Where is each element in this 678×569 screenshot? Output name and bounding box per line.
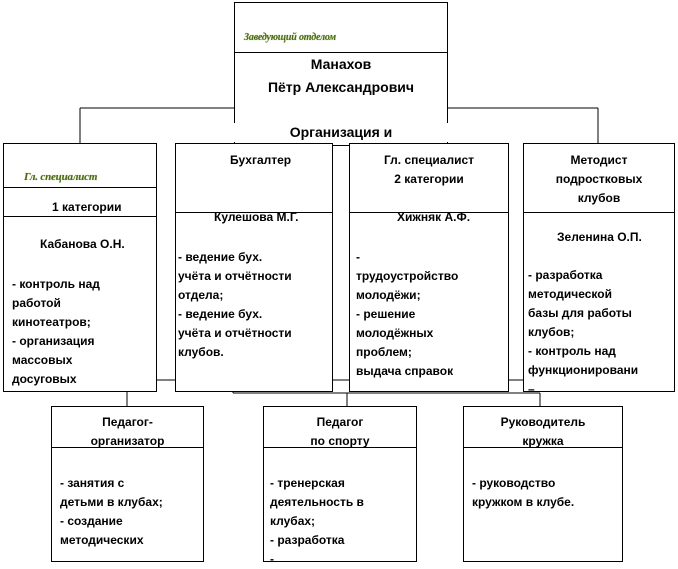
sports-pedagogue-divider [263, 447, 417, 448]
pedagogue-organizer-divider [51, 447, 204, 448]
specialist-1-title: Гл. специалист [24, 171, 98, 183]
specialist-1-divider-2 [3, 216, 157, 217]
club-leader-title: Руководитель кружка [500, 415, 586, 448]
specialist-1-person: Кабанова О.Н. [40, 237, 125, 251]
specialist-1-divider [3, 187, 157, 188]
pedagogue-organizer-box [51, 406, 204, 562]
sports-pedagogue-box [263, 406, 417, 562]
head-name-line2: Пётр Александрович [267, 79, 415, 95]
specialist-1-duties: - контроль над работой кинотеатров; - ор… [12, 277, 100, 386]
methodist-divider [523, 212, 675, 213]
head-divider [234, 52, 448, 53]
methodist-person: Зеленина О.П. [557, 230, 642, 244]
club-leader-divider [463, 447, 623, 448]
methodist-duties: - разработка методической базы для работ… [528, 268, 639, 396]
pedagogue-organizer-title: Педагог- организатор [90, 415, 165, 448]
head-name-line1: Манахов [310, 56, 372, 72]
specialist-1-box [3, 143, 157, 392]
specialist-2-title: Гл. специалист 2 категории [383, 153, 475, 186]
accountant-title: Бухгалтер [230, 153, 292, 167]
accountant-person: Кулешова М.Г. [214, 210, 299, 224]
head-position: Заведующий отделом [244, 32, 336, 43]
head-dept: Организация и [234, 123, 448, 142]
pedagogue-organizer-duties: - занятия с детьми в клубах; - создание … [60, 476, 163, 547]
specialist-2-duties: - трудоустройство молодёжи; - решение мо… [356, 250, 459, 378]
club-leader-duties: - руководство кружком в клубе. [472, 476, 575, 509]
sports-pedagogue-title: Педагог по спорту [310, 415, 370, 448]
club-leader-box [463, 406, 623, 562]
specialist-2-person: Хижняк А.Ф. [397, 210, 471, 224]
methodist-title: Методист подростковых клубов [555, 153, 643, 205]
head-box [234, 2, 448, 146]
accountant-duties: - ведение бух. учёта и отчётности отдела… [178, 250, 292, 359]
accountant-divider [175, 212, 333, 213]
specialist-2-box [349, 143, 509, 392]
methodist-box [523, 143, 675, 392]
specialist-2-divider [349, 212, 509, 213]
specialist-1-subtitle: 1 категории [52, 200, 122, 214]
sports-pedagogue-duties: - тренерская деятельность в клубах; - ра… [270, 476, 364, 566]
accountant-box [175, 143, 333, 392]
